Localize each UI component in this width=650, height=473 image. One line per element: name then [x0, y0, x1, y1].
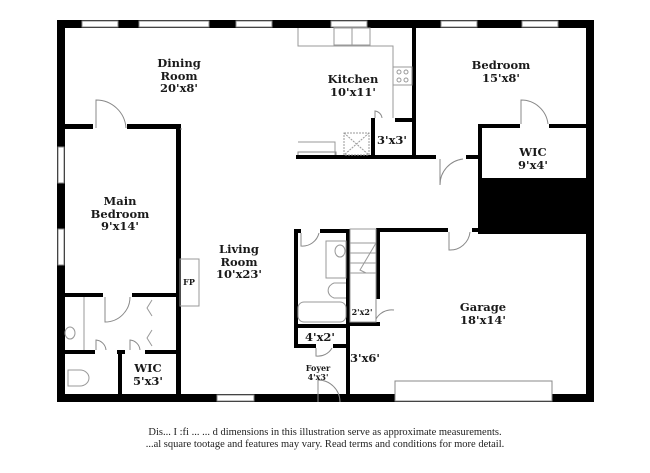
disclaimer: Dis... I :fi ... ... d dimensions in thi…: [0, 427, 650, 451]
room-name-line: Dining: [157, 56, 201, 70]
room-name-line: Garage: [459, 300, 507, 314]
room-label-wic-bedroom: WIC 9'x4': [518, 146, 548, 171]
room-dimensions: 3'x3': [377, 133, 407, 147]
fixtures: [64, 27, 413, 387]
doors: [95, 99, 549, 403]
disclaimer-line-1: Dis... I :fi ... ... d dimensions in thi…: [148, 427, 502, 438]
room-label-hall: 3'x6': [350, 352, 380, 365]
room-dimensions: 18'x14': [460, 312, 506, 327]
room-name-line: Main: [103, 194, 137, 208]
room-dimensions: 9'x4': [518, 157, 548, 172]
room-label-closet-2x2: 2'x2': [352, 308, 373, 317]
disclaimer-line-2: ...al square tootage and features may va…: [145, 439, 505, 450]
room-name-line: Room: [160, 68, 198, 83]
room-label-dining: Dining Room 20'x8': [157, 57, 200, 95]
room-label-closet-4x2: 4'x2': [305, 331, 335, 344]
room-dimensions: 2'x2': [351, 307, 373, 317]
room-dimensions: 4'x2': [305, 330, 335, 344]
room-name-line: Room: [220, 254, 258, 269]
room-label-wic-main: WIC 5'x3': [133, 362, 163, 387]
room-dimensions: 5'x3': [133, 373, 163, 388]
interior-walls: [65, 26, 587, 402]
room-name-line: FP: [183, 277, 195, 287]
room-dimensions: 9'x14': [101, 219, 139, 233]
room-dimensions: 4'x3': [307, 372, 329, 382]
room-dimensions: 10'x23': [216, 267, 262, 281]
room-label-bedroom: Bedroom 15'x8': [472, 59, 531, 84]
fireplace-label: FP: [183, 278, 195, 287]
exterior-walls: [57, 20, 594, 402]
room-label-foyer: Foyer 4'x3': [306, 364, 331, 382]
room-name-line: WIC: [134, 361, 162, 375]
room-dimensions: 15'x8': [482, 70, 520, 85]
room-label-garage: Garage 18'x14': [460, 301, 506, 326]
room-name-line: Kitchen: [327, 72, 379, 86]
room-name-line: Living: [219, 242, 259, 256]
windows: [57, 20, 559, 402]
room-dimensions: 20'x8': [160, 81, 198, 95]
room-label-living: Living Room 10'x23': [216, 243, 262, 281]
room-label-pantry: 3'x3': [377, 134, 407, 147]
room-name-line: Bedroom: [471, 58, 531, 72]
room-name-line: Foyer: [305, 363, 331, 373]
room-dimensions: 10'x11': [330, 84, 376, 99]
room-name-line: Bedroom: [90, 206, 150, 221]
room-name-line: WIC: [519, 145, 547, 159]
room-label-main-bedroom: Main Bedroom 9'x14': [91, 195, 150, 233]
room-label-kitchen: Kitchen 10'x11': [328, 73, 379, 98]
room-dimensions: 3'x6': [350, 351, 380, 365]
